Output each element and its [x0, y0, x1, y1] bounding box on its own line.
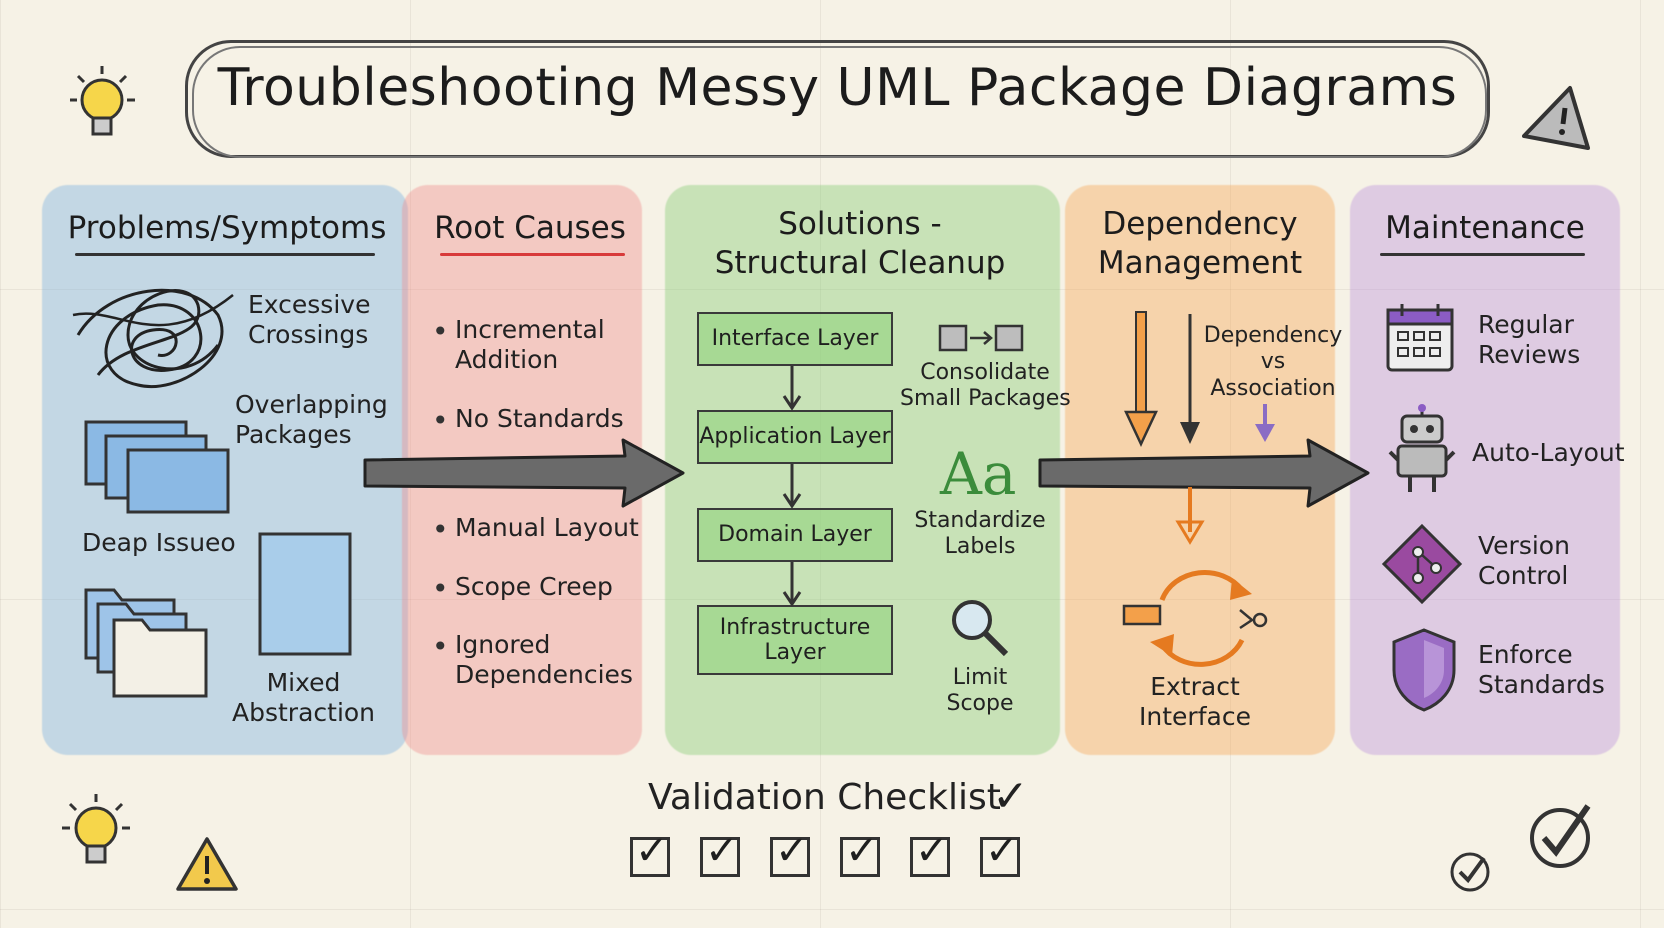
- warning-icon: [1522, 86, 1590, 150]
- check-icon: ✓: [845, 828, 879, 874]
- causes-underline: [440, 253, 625, 256]
- bullet: •: [432, 315, 449, 348]
- checklist-label: Validation Checklist: [648, 777, 1001, 818]
- problem-overlapping-packages: Overlapping Packages: [235, 390, 388, 449]
- bullet: •: [432, 513, 449, 546]
- cause-no-standards: No Standards: [455, 404, 624, 433]
- problems-underline: [75, 253, 375, 256]
- folder-stack-icon: [84, 588, 208, 698]
- cause-manual-layout: Manual Layout: [455, 513, 639, 542]
- page-title: Troubleshooting Messy UML Package Diagra…: [217, 58, 1458, 118]
- maintenance-auto-layout: Auto-Layout: [1472, 438, 1625, 467]
- calendar-icon: [1386, 304, 1454, 372]
- bullet: •: [432, 572, 449, 605]
- check-icon: ✓: [985, 828, 1019, 874]
- check-icon: ✓: [635, 828, 669, 874]
- flow-arrow-right: [1038, 438, 1370, 508]
- magnifier-icon: [952, 600, 1009, 657]
- layer-application: Application Layer: [697, 410, 893, 464]
- layer-infrastructure: Infrastructure Layer: [697, 605, 893, 675]
- cause-scope-creep: Scope Creep: [455, 572, 613, 601]
- title-frame-inner: [192, 46, 1487, 158]
- checklist-box[interactable]: ✓: [980, 828, 1020, 877]
- shield-icon: [1392, 628, 1456, 712]
- maintenance-regular-reviews: Regular Reviews: [1478, 310, 1581, 369]
- cause-ignored-dependencies: Ignored Dependencies: [455, 630, 633, 689]
- consolidate-icon: [938, 324, 1024, 352]
- problem-excessive-crossings: Excessive Crossings: [248, 290, 371, 349]
- solutions-heading: Solutions - Structural Cleanup: [714, 206, 1006, 281]
- dependency-vs-association: Dependency vs Association: [1203, 323, 1343, 401]
- check-circle-icon: [1530, 804, 1591, 868]
- layer-arrows: [782, 366, 802, 607]
- check-icon: ✓: [775, 828, 809, 874]
- problem-mixed-abstraction: Mixed Abstraction: [232, 668, 376, 727]
- checklist-box[interactable]: ✓: [630, 828, 670, 877]
- dependency-arrows: [1124, 311, 1275, 545]
- cycle-icon: [1122, 569, 1268, 667]
- checklist-box[interactable]: ✓: [700, 828, 740, 877]
- layer-domain: Domain Layer: [697, 508, 893, 562]
- stacked-folders-icon: [84, 420, 230, 514]
- lightbulb-icon: [62, 794, 130, 864]
- problems-heading: Problems/Symptoms: [67, 210, 387, 246]
- tip-standardize: Standardize Labels: [914, 508, 1046, 560]
- maintenance-underline: [1380, 253, 1585, 256]
- warning-icon: [176, 837, 238, 891]
- tip-consolidate: Consolidate Small Packages: [900, 360, 1071, 412]
- tangle-icon: [72, 288, 234, 388]
- layer-interface: Interface Layer: [697, 312, 893, 366]
- document-icon: [258, 532, 352, 656]
- lightbulb-icon: [70, 66, 135, 136]
- flow-arrow-left: [363, 438, 685, 508]
- check-circle-icon: [1450, 852, 1490, 892]
- bullet: •: [432, 404, 449, 437]
- tip-limit-scope: Limit Scope: [946, 665, 1014, 717]
- dependency-heading: Dependency Management: [1097, 206, 1303, 281]
- checklist-box[interactable]: ✓: [910, 828, 950, 877]
- problem-deep-issues: Deap Issueo: [82, 528, 236, 557]
- extract-interface: Extract Interface: [1139, 672, 1251, 731]
- maintenance-heading: Maintenance: [1385, 210, 1585, 246]
- git-icon: [1381, 523, 1463, 605]
- check-icon: ✓: [705, 828, 739, 874]
- maintenance-enforce-standards: Enforce Standards: [1478, 640, 1605, 699]
- maintenance-version-control: Version Control: [1478, 531, 1570, 590]
- bullet: •: [432, 630, 449, 663]
- standardize-icon: Aa: [940, 440, 1017, 508]
- checklist-label-check-icon: ✓: [992, 771, 1029, 822]
- cause-incremental-addition: Incremental Addition: [455, 315, 605, 374]
- checklist-box[interactable]: ✓: [770, 828, 810, 877]
- robot-icon: [1388, 404, 1456, 492]
- causes-heading: Root Causes: [434, 210, 626, 246]
- check-icon: ✓: [915, 828, 949, 874]
- checklist-box[interactable]: ✓: [840, 828, 880, 877]
